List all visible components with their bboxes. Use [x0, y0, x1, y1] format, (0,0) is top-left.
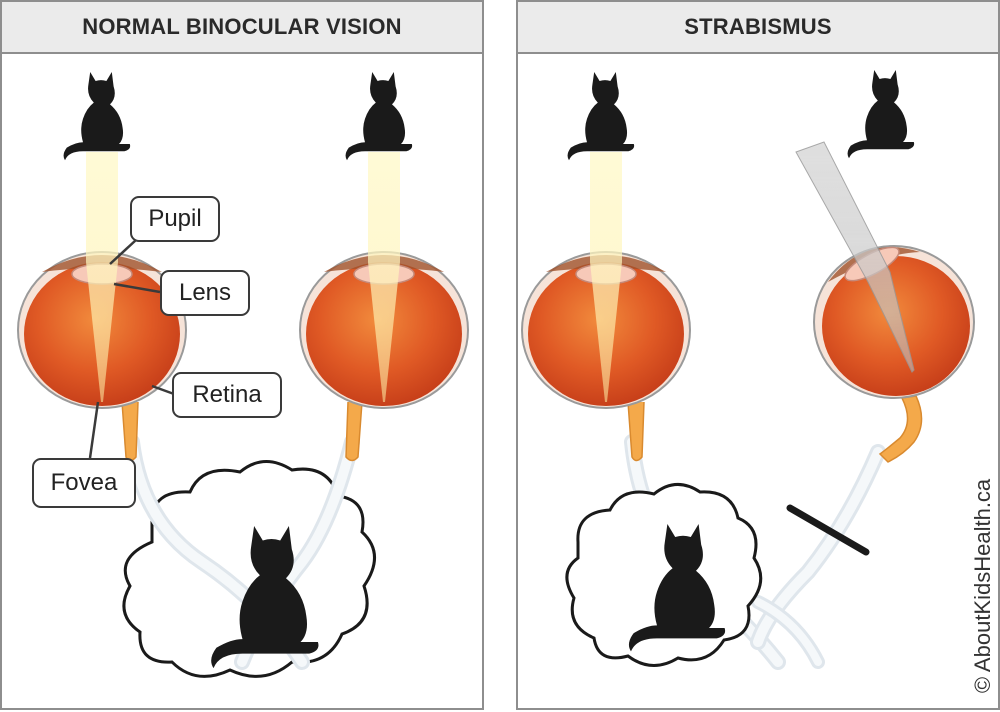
credit-text: © AboutKidsHealth.ca — [970, 478, 995, 694]
right-cat-icon — [847, 70, 915, 159]
strabismus-illustration — [521, 70, 975, 670]
blocked-signal-bar — [786, 504, 870, 556]
right-light-beam — [368, 152, 400, 402]
left-cat-icon — [567, 72, 635, 161]
retina-label: Retina — [172, 372, 282, 418]
left-optic-nerve — [121, 401, 139, 462]
pupil-label: Pupil — [130, 196, 220, 242]
right-optic-nerve — [345, 401, 363, 462]
right-optic-nerve — [878, 395, 923, 463]
fovea-label: Fovea — [32, 458, 136, 508]
misdirected-light-beam — [795, 141, 915, 373]
normal-vision-panel: NORMAL BINOCULAR VISION — [0, 0, 484, 710]
left-light-beam — [590, 152, 622, 402]
copyright-credit: © AboutKidsHealth.ca — [968, 470, 998, 702]
strabismus-panel: STRABISMUS — [516, 0, 1000, 710]
strabismus-title: STRABISMUS — [518, 2, 998, 54]
normal-vision-title: NORMAL BINOCULAR VISION — [2, 2, 482, 54]
left-light-beam — [86, 152, 118, 402]
left-optic-nerve — [627, 401, 645, 462]
left-cat-icon — [63, 72, 131, 161]
right-cat-icon — [345, 72, 413, 161]
normal-vision-illustration — [17, 72, 469, 678]
brain-cloud — [122, 460, 376, 678]
lens-label: Lens — [160, 270, 250, 316]
